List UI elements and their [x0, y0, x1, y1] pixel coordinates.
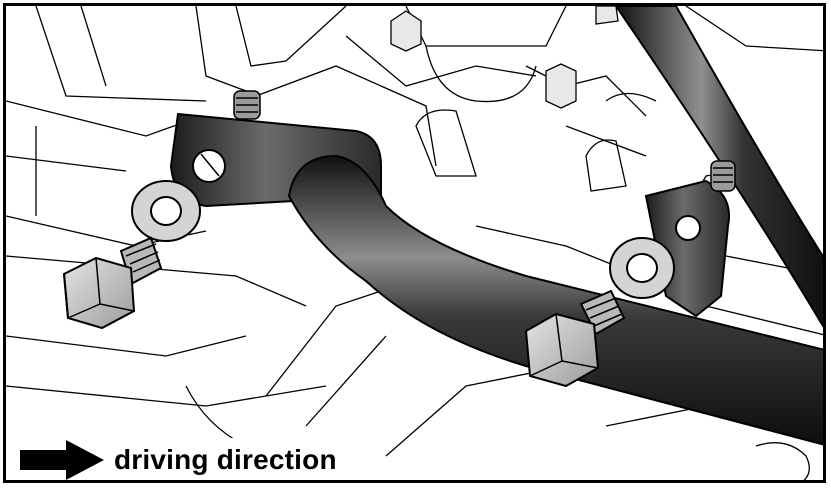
engine-bolt-top [390, 6, 619, 109]
left-bolt [62, 236, 163, 330]
caption-label: driving direction [114, 444, 337, 475]
left-washer [131, 180, 201, 242]
illustration-frame: driving direction [3, 3, 826, 483]
right-arrow-icon [20, 440, 104, 480]
driving-direction-caption: driving direction [20, 438, 343, 480]
right-bolt [524, 289, 626, 388]
stud-right [710, 160, 736, 192]
right-washer [609, 237, 675, 299]
mounting-diagram [6, 6, 823, 480]
main-frame-tube [287, 154, 823, 446]
stud-left [233, 90, 261, 120]
upper-frame-tube [614, 6, 823, 328]
